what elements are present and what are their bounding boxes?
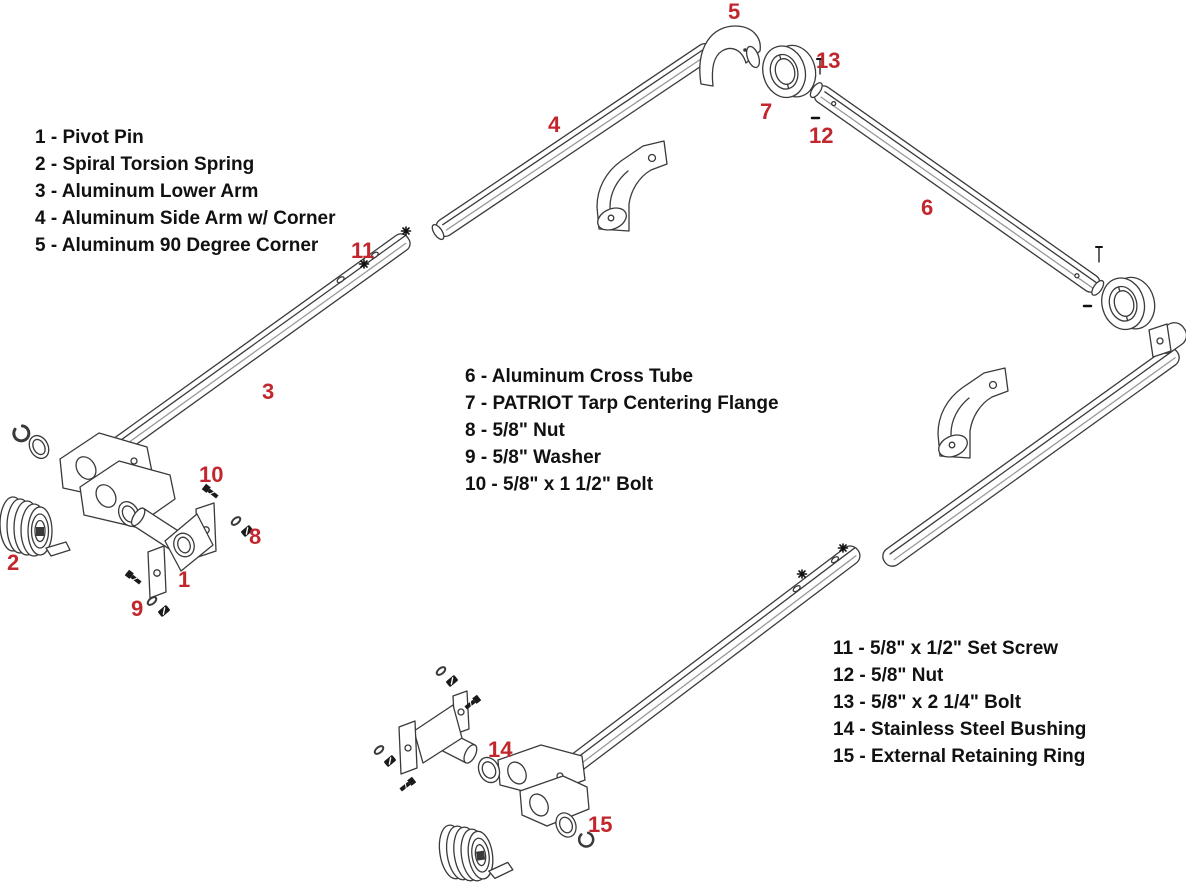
- pivot-pin-bracket-left-drawing: [130, 502, 217, 599]
- bushing-14-drawing: [477, 756, 501, 784]
- legend-line-2: 2 - Spiral Torsion Spring: [35, 154, 255, 175]
- part-label-7: 7: [760, 99, 773, 124]
- legend-line-11: 11 - 5/8" x 1/2" Set Screw: [833, 638, 1059, 659]
- legend-line-14: 14 - Stainless Steel Bushing: [833, 719, 1087, 740]
- cross-tube-drawing: [809, 82, 1105, 296]
- legend-parts-11-15: 11 - 5/8" x 1/2" Set Screw 12 - 5/8" Nut…: [833, 635, 1086, 770]
- legend-line-7: 7 - PATRIOT Tarp Centering Flange: [465, 393, 779, 414]
- part-label-8: 8: [249, 524, 262, 549]
- side-arm-drawing: [431, 42, 715, 241]
- part-label-9: 9: [131, 596, 144, 621]
- part-label-10: 10: [199, 462, 224, 487]
- part-label-3: 3: [262, 379, 275, 404]
- legend-line-12: 12 - 5/8" Nut: [833, 665, 944, 686]
- legend-line-4: 4 - Aluminum Side Arm w/ Corner: [35, 208, 336, 229]
- part-label-12: 12: [809, 123, 834, 148]
- elbow-bracket-left-drawing: [593, 140, 668, 235]
- legend-line-13: 13 - 5/8" x 2 1/4" Bolt: [833, 692, 1022, 713]
- legend-line-5: 5 - Aluminum 90 Degree Corner: [35, 235, 319, 256]
- retaining-ring-washer-top-left-drawing: [12, 424, 50, 460]
- spiral-spring-left-drawing: [0, 496, 71, 557]
- corner-90-drawing: [699, 25, 761, 87]
- fork-end-left-drawing: [59, 432, 176, 528]
- legend-line-10: 10 - 5/8" x 1 1/2" Bolt: [465, 474, 654, 495]
- washer-15-drawing: [555, 812, 577, 838]
- legend-line-8: 8 - 5/8" Nut: [465, 420, 565, 441]
- part-label-13: 13: [816, 48, 841, 73]
- part-label-5: 5: [728, 0, 741, 24]
- part-label-2: 2: [7, 550, 20, 575]
- corner-right-drawing: [1148, 322, 1186, 358]
- part-label-14: 14: [488, 737, 513, 762]
- side-arm-right-drawing: [882, 347, 1180, 567]
- pivot-pin-bracket-bottom-drawing: [398, 690, 478, 775]
- legend-parts-1-5: 1 - Pivot Pin 2 - Spiral Torsion Spring …: [35, 124, 336, 259]
- legend-parts-6-10: 6 - Aluminum Cross Tube 7 - PATRIOT Tarp…: [465, 363, 779, 498]
- legend-line-1: 1 - Pivot Pin: [35, 127, 144, 148]
- part-label-11: 11: [351, 238, 375, 263]
- retaining-ring-15-drawing: [577, 831, 595, 848]
- lower-arm-bottom-drawing: [561, 545, 861, 777]
- part-label-6: 6: [921, 195, 934, 220]
- part-label-15: 15: [588, 812, 613, 837]
- part-label-4: 4: [548, 112, 561, 137]
- part-label-1: 1: [178, 567, 191, 592]
- fork-end-bottom-drawing: [497, 744, 590, 827]
- centering-flange-right-drawing: [1095, 269, 1161, 337]
- legend-line-15: 15 - External Retaining Ring: [833, 746, 1086, 767]
- spiral-spring-bottom-drawing: [435, 816, 515, 884]
- elbow-bracket-right-drawing: [934, 367, 1009, 462]
- legend-line-3: 3 - Aluminum Lower Arm: [35, 181, 259, 202]
- pin-marks-drawing: [810, 58, 1103, 308]
- legend-line-9: 9 - 5/8" Washer: [465, 447, 602, 468]
- legend-line-6: 6 - Aluminum Cross Tube: [465, 366, 694, 387]
